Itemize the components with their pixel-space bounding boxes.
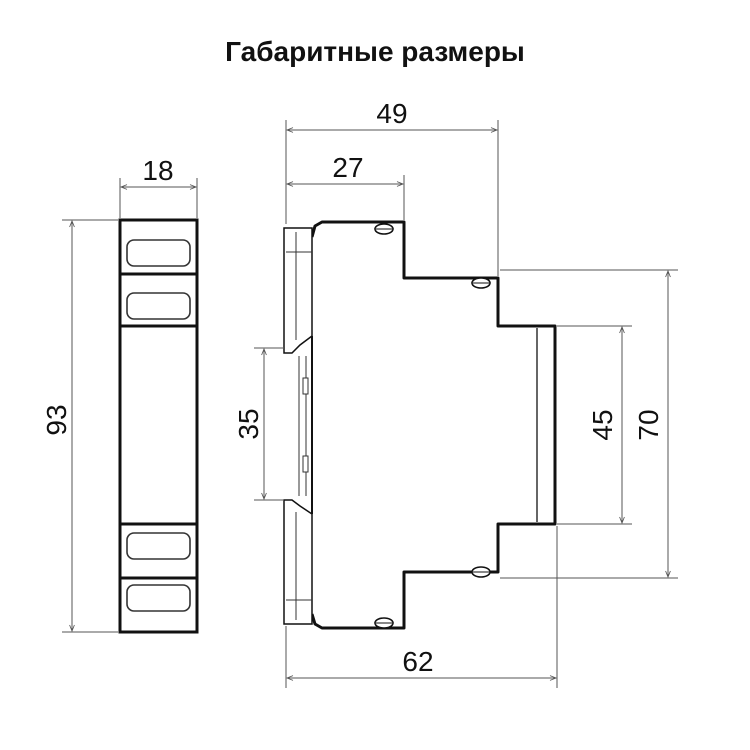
side-profile — [310, 220, 557, 630]
dim-label-step-outer: 70 — [633, 409, 664, 440]
front-view — [118, 218, 199, 634]
dim-label-step-inner: 45 — [587, 409, 618, 440]
screw-icon — [374, 617, 394, 629]
dim-label-rail-height: 35 — [233, 408, 264, 439]
dim-depth-total: 49 — [285, 98, 499, 276]
dim-label-front-height: 93 — [41, 404, 72, 435]
terminal-window — [126, 239, 191, 267]
dim-side-width: 62 — [285, 526, 558, 688]
side-view — [283, 220, 557, 630]
terminal-window — [126, 532, 191, 560]
din-clip-bottom — [283, 499, 313, 625]
screw-icon — [471, 566, 491, 578]
screw-icon — [374, 223, 394, 235]
dim-front-width: 18 — [119, 155, 198, 218]
dim-step-outer: 70 — [500, 269, 678, 579]
screw-icon — [471, 277, 491, 289]
dim-front-height: 93 — [41, 219, 118, 633]
din-clip-top — [283, 227, 313, 354]
terminal-window — [126, 292, 191, 320]
page-title: Габаритные размеры — [225, 36, 525, 67]
dim-step-inner: 45 — [557, 325, 632, 525]
front-body — [118, 218, 199, 634]
dim-label-depth-partial: 27 — [332, 152, 363, 183]
dim-label-depth-total: 49 — [376, 98, 407, 129]
dim-label-side-width: 62 — [402, 646, 433, 677]
dim-label-front-width: 18 — [142, 155, 173, 186]
dim-depth-partial: 27 — [285, 152, 405, 220]
terminal-window — [126, 584, 191, 612]
dim-rail-height: 35 — [233, 347, 284, 501]
